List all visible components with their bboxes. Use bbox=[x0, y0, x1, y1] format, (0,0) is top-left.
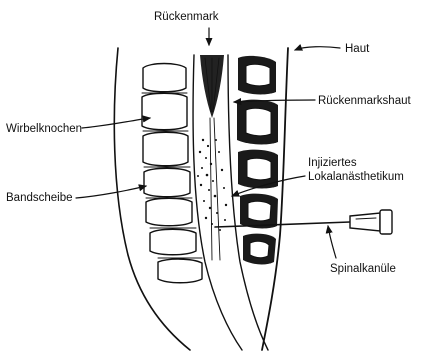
label-dura: Rückenmarkshaut bbox=[318, 95, 411, 107]
spinous-processes bbox=[237, 56, 278, 265]
label-disc: Bandscheibe bbox=[6, 192, 73, 204]
label-spinal-cord: Rückenmark bbox=[154, 11, 219, 23]
label-vertebra: Wirbelknochen bbox=[6, 123, 82, 135]
label-anesthetic-line1: Injiziertes bbox=[308, 157, 357, 169]
label-needle: Spinalkanüle bbox=[330, 263, 396, 275]
injected-anesthetic bbox=[197, 139, 227, 231]
label-anesthetic-line2: Lokalanästhetikum bbox=[308, 171, 404, 183]
label-skin: Haut bbox=[345, 43, 370, 55]
